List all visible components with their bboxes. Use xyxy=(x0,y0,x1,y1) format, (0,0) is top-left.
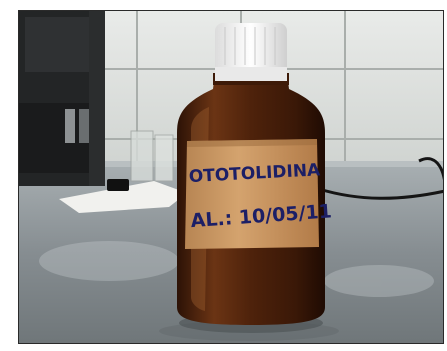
bottle-photo: OTOTOLIDINA AL.: 10/05/11 xyxy=(19,11,443,343)
bottle-label: OTOTOLIDINA AL.: 10/05/11 xyxy=(185,139,333,249)
cable-loop xyxy=(418,157,443,181)
black-cap xyxy=(107,179,129,191)
glass-beakers xyxy=(130,130,174,182)
white-cap xyxy=(215,23,287,81)
photo-frame: OTOTOLIDINA AL.: 10/05/11 xyxy=(18,10,444,344)
lab-instrument xyxy=(19,11,105,186)
paper-tissue xyxy=(59,181,187,213)
black-cable xyxy=(318,187,443,200)
